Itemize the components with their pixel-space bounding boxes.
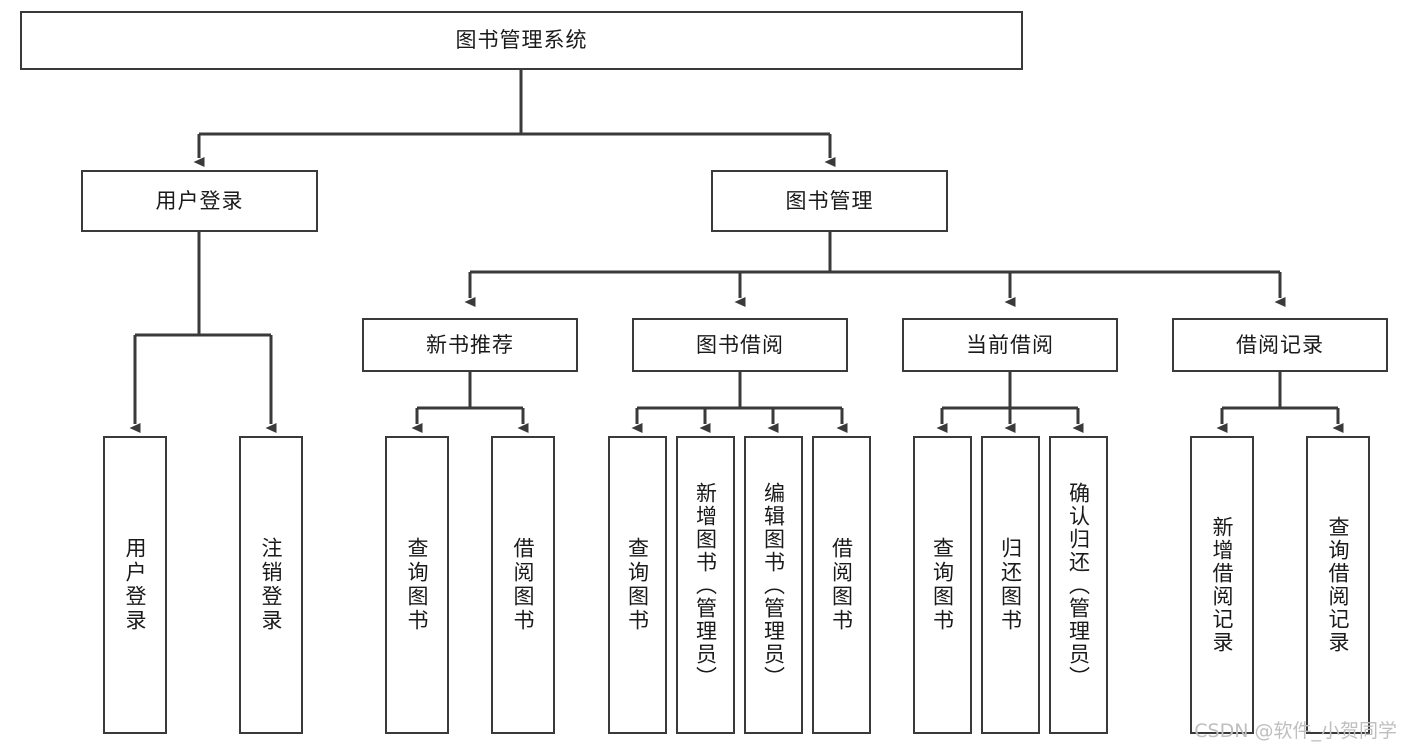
node-new-book-recommend[interactable]: 新书推荐 xyxy=(362,318,578,372)
leaf-user-login-logout-label: 注销登录 xyxy=(259,537,284,633)
node-current-borrow-label: 当前借阅 xyxy=(966,332,1054,357)
leaf-borrow-record-query[interactable]: 查询借阅记录 xyxy=(1306,436,1370,734)
node-book-management-label: 图书管理 xyxy=(785,188,874,213)
leaf-book-borrow-query-label: 查询图书 xyxy=(625,537,650,633)
leaf-new-book-query[interactable]: 查询图书 xyxy=(385,436,449,734)
leaf-book-borrow-edit[interactable]: 编辑图书（管理员） xyxy=(744,436,803,734)
node-root-label: 图书管理系统 xyxy=(455,28,588,53)
leaf-book-borrow-add[interactable]: 新增图书（管理员） xyxy=(676,436,735,734)
leaf-current-borrow-return-label: 归还图书 xyxy=(998,537,1023,633)
node-user-login-label: 用户登录 xyxy=(155,188,244,213)
leaf-current-borrow-query-label: 查询图书 xyxy=(930,537,955,633)
leaf-book-borrow-edit-label: 编辑图书（管理员） xyxy=(761,481,786,689)
leaf-user-login-logout[interactable]: 注销登录 xyxy=(239,436,303,734)
leaf-borrow-record-query-label: 查询借阅记录 xyxy=(1326,516,1351,654)
leaf-current-borrow-return[interactable]: 归还图书 xyxy=(981,436,1040,734)
node-user-login[interactable]: 用户登录 xyxy=(81,170,318,232)
node-borrow-record[interactable]: 借阅记录 xyxy=(1172,318,1388,372)
leaf-borrow-record-add-label: 新增借阅记录 xyxy=(1210,516,1235,654)
node-book-borrow[interactable]: 图书借阅 xyxy=(632,318,848,372)
leaf-current-borrow-confirm[interactable]: 确认归还（管理员） xyxy=(1049,436,1108,734)
node-new-book-recommend-label: 新书推荐 xyxy=(426,332,514,357)
leaf-book-borrow-add-label: 新增图书（管理员） xyxy=(693,481,718,689)
node-book-management[interactable]: 图书管理 xyxy=(711,170,948,232)
leaf-user-login-login[interactable]: 用户登录 xyxy=(103,436,167,734)
watermark: CSDN @软件_小贺同学 xyxy=(1194,720,1397,742)
leaf-new-book-query-label: 查询图书 xyxy=(405,537,430,633)
leaf-current-borrow-confirm-label: 确认归还（管理员） xyxy=(1066,481,1091,689)
leaf-book-borrow-query[interactable]: 查询图书 xyxy=(608,436,667,734)
leaf-new-book-borrow-label: 借阅图书 xyxy=(511,537,536,633)
node-book-borrow-label: 图书借阅 xyxy=(696,332,784,357)
leaf-new-book-borrow[interactable]: 借阅图书 xyxy=(491,436,555,734)
node-borrow-record-label: 借阅记录 xyxy=(1236,332,1324,357)
leaf-borrow-record-add[interactable]: 新增借阅记录 xyxy=(1190,436,1254,734)
leaf-current-borrow-query[interactable]: 查询图书 xyxy=(913,436,972,734)
leaf-book-borrow-borrow-label: 借阅图书 xyxy=(829,537,854,633)
node-root[interactable]: 图书管理系统 xyxy=(20,11,1023,70)
leaf-book-borrow-borrow[interactable]: 借阅图书 xyxy=(812,436,871,734)
node-current-borrow[interactable]: 当前借阅 xyxy=(902,318,1118,372)
leaf-user-login-login-label: 用户登录 xyxy=(123,537,148,633)
